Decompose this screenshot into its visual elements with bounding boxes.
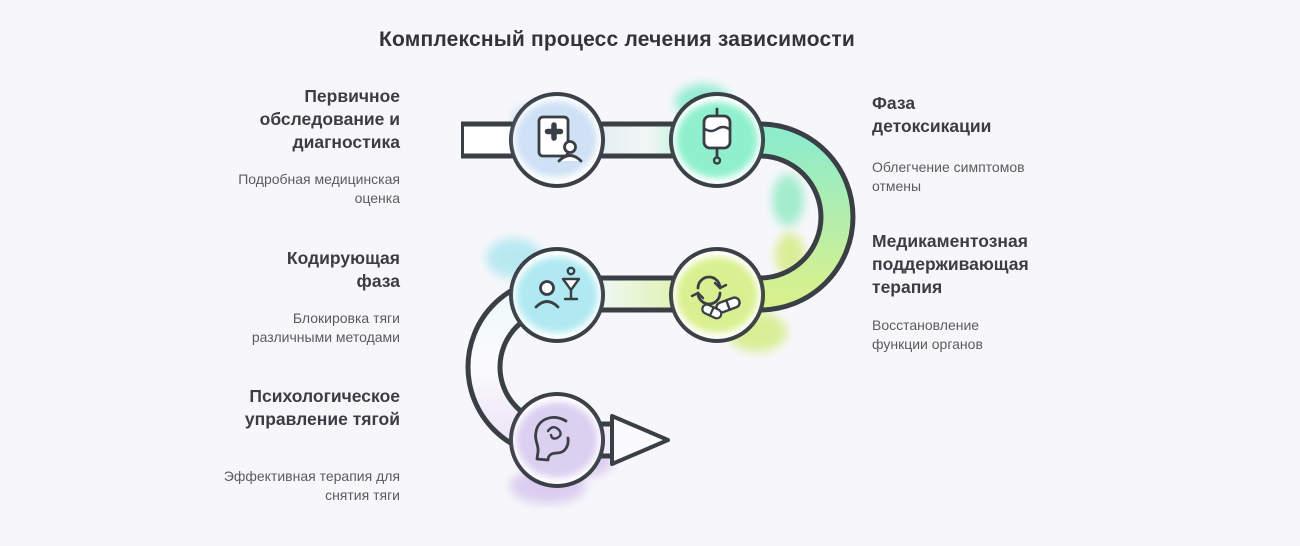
step-title-5: Психологическое управление тягой bbox=[244, 386, 400, 430]
step-subtitle-4: Блокировка тяги различными методами bbox=[251, 310, 400, 346]
head-profile-icon bbox=[534, 416, 570, 462]
step-subtitle-2: Облегчение симптомов отмены bbox=[872, 159, 1025, 195]
flow-arrowhead-icon bbox=[610, 414, 670, 466]
medication-cycle-icon bbox=[690, 275, 741, 320]
flow-node-3 bbox=[669, 247, 765, 343]
step-title-4: Кодирующая фаза bbox=[286, 248, 400, 292]
step-title-3: Медикаментозная поддерживающая терапия bbox=[872, 231, 1029, 298]
diagram-title: Комплексный процесс лечения зависимости bbox=[379, 28, 855, 51]
flow-node-2 bbox=[669, 92, 765, 188]
step-title-1: Первичное обследование и диагностика bbox=[259, 86, 400, 153]
medical-record-icon bbox=[537, 115, 583, 163]
step-subtitle-5: Эффективная терапия для снятия тяги bbox=[223, 468, 400, 504]
flow-node-5 bbox=[509, 392, 605, 488]
flow-node-4 bbox=[509, 247, 605, 343]
person-glass-icon bbox=[534, 266, 581, 309]
iv-drip-icon bbox=[702, 107, 732, 165]
step-title-2: Фаза детоксикации bbox=[872, 93, 992, 137]
step-subtitle-1: Подробная медицинская оценка bbox=[238, 171, 400, 207]
step-subtitle-3: Восстановление функции органов bbox=[872, 317, 983, 353]
flow-node-1 bbox=[509, 92, 605, 188]
